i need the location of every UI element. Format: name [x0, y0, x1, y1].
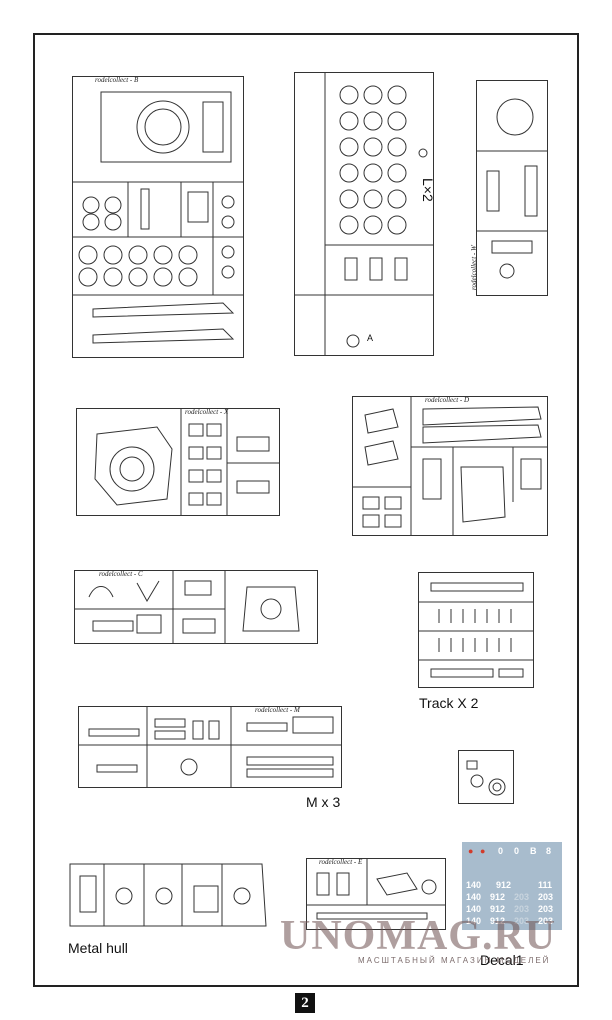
sprue-w [476, 80, 548, 296]
sprue-m: rodelcollect - M [78, 706, 342, 788]
sprue-c: rodelcollect - C [74, 570, 318, 644]
sprue-small [458, 750, 514, 804]
decal-number: 140 [466, 892, 482, 902]
decal-number: 140 [466, 916, 482, 926]
sprue-m-drawing [79, 707, 341, 787]
decal-sheet: ● ● 0 0 B 8 140 912 111 140 912 203 203 … [462, 842, 562, 930]
decal-number: 203 [538, 916, 554, 926]
sprue-d-drawing [353, 397, 547, 535]
sprue-c-drawing [75, 571, 300, 643]
wheel-sprue-quantity: L×2 [420, 178, 436, 202]
decal-number: 912 [490, 916, 506, 926]
sprue-small-drawing [466, 760, 506, 796]
decal-badge: 8 [546, 846, 552, 856]
sprue-b-drawing [73, 91, 243, 344]
watermark-subtitle: МАСШТАБНЫЙ МАГАЗИН МОДЕЛЕЙ [358, 956, 551, 965]
sprue-b: rodelcollect - B [72, 76, 244, 358]
decal-number: 912 [490, 904, 506, 914]
metal-hull-drawing [69, 863, 267, 927]
decal-label: Decal1 [480, 952, 524, 968]
sprue-w-brand: rodelcollect - W [470, 245, 478, 290]
decal-number: 912 [490, 892, 506, 902]
sprue-b-brand: rodelcollect - B [95, 76, 139, 84]
decal-number: 111 [538, 880, 553, 890]
decal-number: 203 [514, 892, 530, 902]
sprue-track [418, 572, 534, 688]
sprue-track-drawing [419, 582, 533, 678]
sprue-d-brand: rodelcollect - D [425, 396, 470, 404]
sprue-m-brand: rodelcollect - M [255, 706, 300, 714]
sprue-e-brand: rodelcollect - E [319, 858, 363, 866]
sprue-part-letter: A [367, 333, 374, 343]
decal-number: 203 [514, 904, 530, 914]
sprue-wheels: A [294, 72, 434, 356]
sprue-e: rodelcollect - E [306, 858, 446, 930]
metal-hull [64, 856, 270, 934]
sprue-e-drawing [307, 859, 445, 920]
page-frame [33, 33, 579, 987]
track-quantity-label: Track X 2 [419, 695, 479, 711]
decal-badge-icon: ● [480, 846, 486, 856]
decal-badge-icon: ● [468, 846, 474, 856]
decal-badge: B [530, 846, 537, 856]
sprue-x-brand: rodelcollect - X [185, 408, 229, 416]
sprue-c-brand: rodelcollect - C [99, 570, 143, 578]
decal-number: 140 [466, 880, 482, 890]
watermark-text: UNOMAG.RU [280, 913, 557, 959]
sprue-d: rodelcollect - D [352, 396, 548, 536]
m-quantity-label: M x 3 [306, 794, 341, 810]
decal-number: 140 [466, 904, 482, 914]
sprue-w-drawing [477, 98, 547, 279]
sprue-wheels-drawing [295, 73, 433, 355]
watermark: UNOMAG.RU МАСШТАБНЫЙ МАГАЗИН МОДЕЛЕЙ [280, 912, 580, 972]
decal-badge: 0 [514, 846, 520, 856]
decal-badge: 0 [498, 846, 504, 856]
decal-number: 203 [514, 916, 530, 926]
decal-number: 203 [538, 904, 554, 914]
sprue-x-drawing [94, 409, 279, 515]
sprue-x: rodelcollect - X [76, 408, 280, 516]
page-number: 2 [295, 993, 315, 1013]
decal-number: 203 [538, 892, 554, 902]
decal-number: 912 [496, 880, 512, 890]
metal-hull-label: Metal hull [68, 940, 128, 956]
